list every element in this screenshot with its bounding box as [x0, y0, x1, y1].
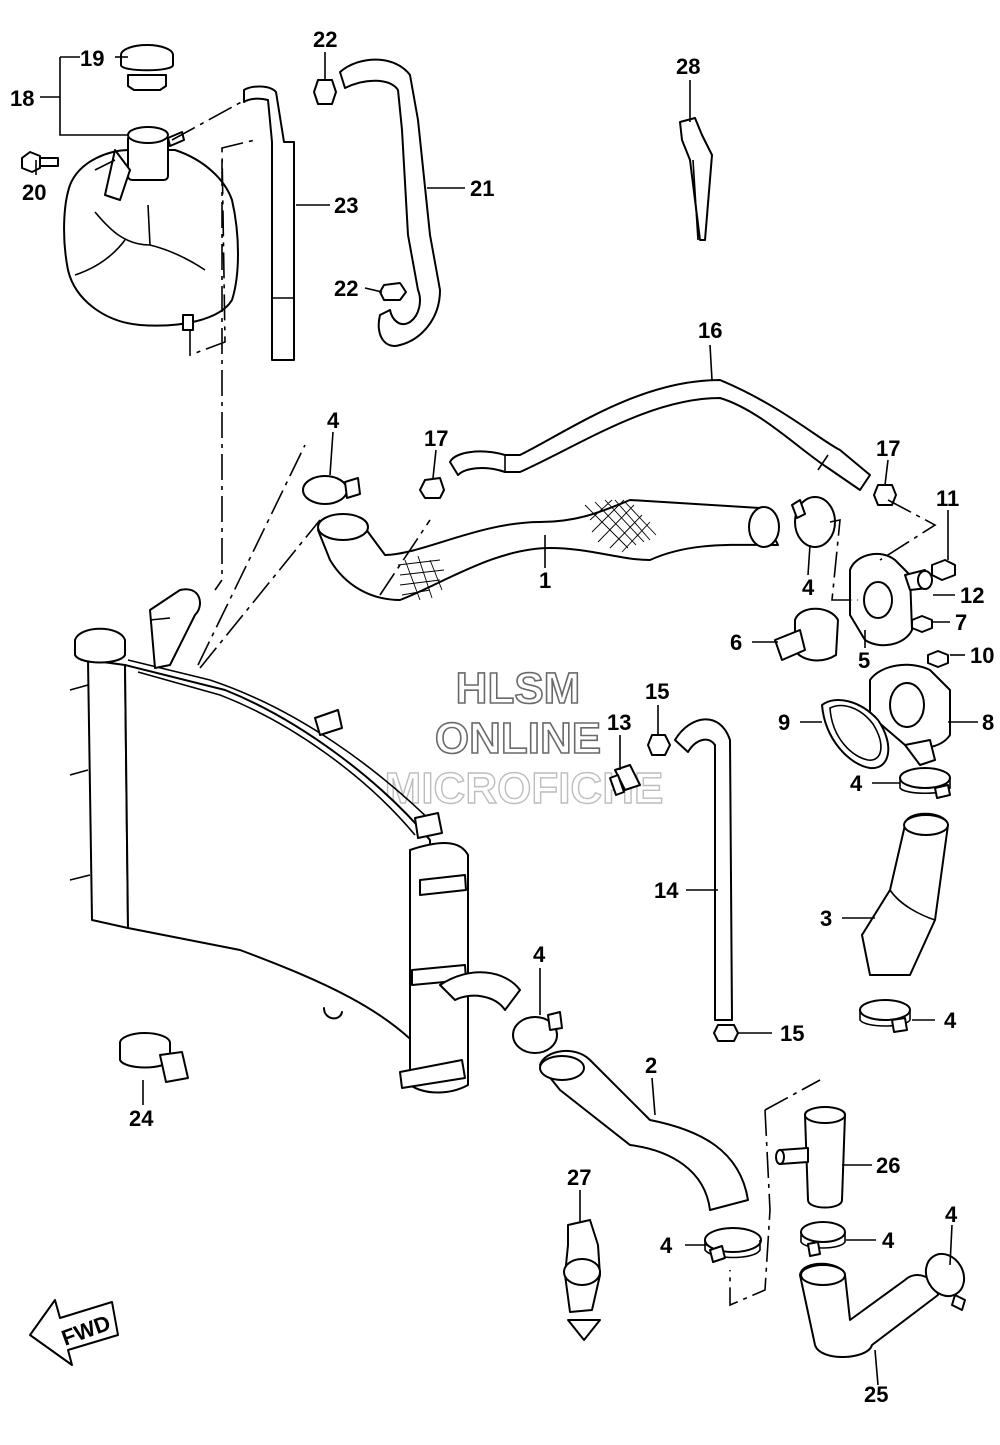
callout-7: 7 [955, 610, 967, 635]
callout-4-c: 4 [850, 771, 863, 796]
radiator [69, 588, 521, 1094]
hose-23 [243, 85, 295, 361]
housing-8 [869, 663, 951, 766]
callout-labels: 18 19 20 22 23 21 22 28 16 4 17 17 11 1 … [10, 27, 994, 1407]
hose-14 [674, 718, 733, 1021]
callout-26: 26 [876, 1153, 900, 1178]
hose-21 [339, 58, 441, 347]
hose-25 [799, 1262, 939, 1358]
callout-21: 21 [470, 176, 494, 201]
hose-3 [861, 812, 949, 976]
watermark-line2: ONLINE [435, 714, 601, 763]
callout-24: 24 [129, 1106, 154, 1131]
assembly-lines [94, 99, 937, 1307]
callout-16: 16 [698, 318, 722, 343]
clamp-4-g [800, 1221, 846, 1257]
clamp-15-top [647, 734, 671, 756]
callout-13: 13 [607, 710, 631, 735]
callout-3: 3 [820, 906, 832, 931]
joint-pipe-26 [775, 1106, 846, 1209]
fitting-13 [609, 764, 641, 796]
thermostat-6 [774, 607, 839, 662]
callout-23: 23 [334, 193, 358, 218]
clamp-22-top [313, 70, 337, 105]
callout-4-e: 4 [533, 942, 546, 967]
callout-4-f: 4 [660, 1233, 673, 1258]
callout-27: 27 [567, 1165, 591, 1190]
reservoir-tank [63, 126, 239, 331]
callout-10: 10 [970, 643, 994, 668]
leader-lines [35, 52, 978, 1386]
thermostat-cover-5 [849, 552, 929, 647]
hose-1 [317, 499, 780, 601]
clamp-4-h [924, 1252, 966, 1311]
hose-2 [539, 1049, 749, 1211]
callout-4-d: 4 [944, 1008, 957, 1033]
fwd-arrow-icon: FWD [29, 1299, 119, 1366]
callout-9: 9 [778, 710, 790, 735]
callout-28: 28 [676, 54, 700, 79]
callout-17-right: 17 [876, 436, 900, 461]
clamp-4-c [899, 767, 951, 799]
watermark-line1: HLSM [456, 664, 581, 713]
callout-8: 8 [982, 710, 994, 735]
clamp-17-right [873, 484, 897, 506]
clamp-4-e [512, 1011, 563, 1054]
callout-1: 1 [539, 568, 551, 593]
clip-24 [119, 1032, 189, 1083]
callout-25: 25 [864, 1382, 888, 1407]
callout-4-h: 4 [945, 1202, 958, 1227]
o-ring-9 [821, 699, 890, 770]
callout-12: 12 [960, 583, 984, 608]
callout-18: 18 [10, 86, 34, 111]
bolt-7 [911, 615, 933, 633]
cable-tie [679, 117, 713, 241]
callout-19: 19 [80, 46, 104, 71]
callout-15-bottom: 15 [780, 1021, 804, 1046]
hose-16 [449, 379, 871, 491]
callout-4-g: 4 [882, 1228, 895, 1253]
clamp-15-bottom [713, 1024, 739, 1042]
clamp-4-b [791, 496, 836, 548]
clamp-4-d [859, 999, 911, 1033]
clamp-4-f [704, 1227, 762, 1263]
clamp-17-left [419, 477, 445, 499]
tank-cap [120, 44, 174, 91]
clamp-4-a [302, 475, 361, 505]
callout-4-b: 4 [802, 575, 815, 600]
callout-11: 11 [936, 486, 959, 511]
callout-20: 20 [22, 180, 46, 205]
washer-12 [917, 570, 933, 590]
callout-4-a: 4 [327, 408, 340, 433]
clamp-22-bottom [379, 282, 407, 301]
callout-22-bottom: 22 [334, 276, 358, 301]
callout-5: 5 [858, 648, 870, 673]
callout-22-top: 22 [313, 27, 337, 52]
callout-17-left: 17 [424, 426, 448, 451]
callout-6: 6 [730, 630, 742, 655]
bolt-20 [21, 151, 59, 173]
callout-14: 14 [654, 878, 679, 903]
callout-2: 2 [645, 1053, 657, 1078]
callout-15-top: 15 [645, 679, 669, 704]
bolt-11 [931, 559, 956, 581]
clip-27 [563, 1219, 601, 1341]
bolt-10 [927, 650, 949, 668]
